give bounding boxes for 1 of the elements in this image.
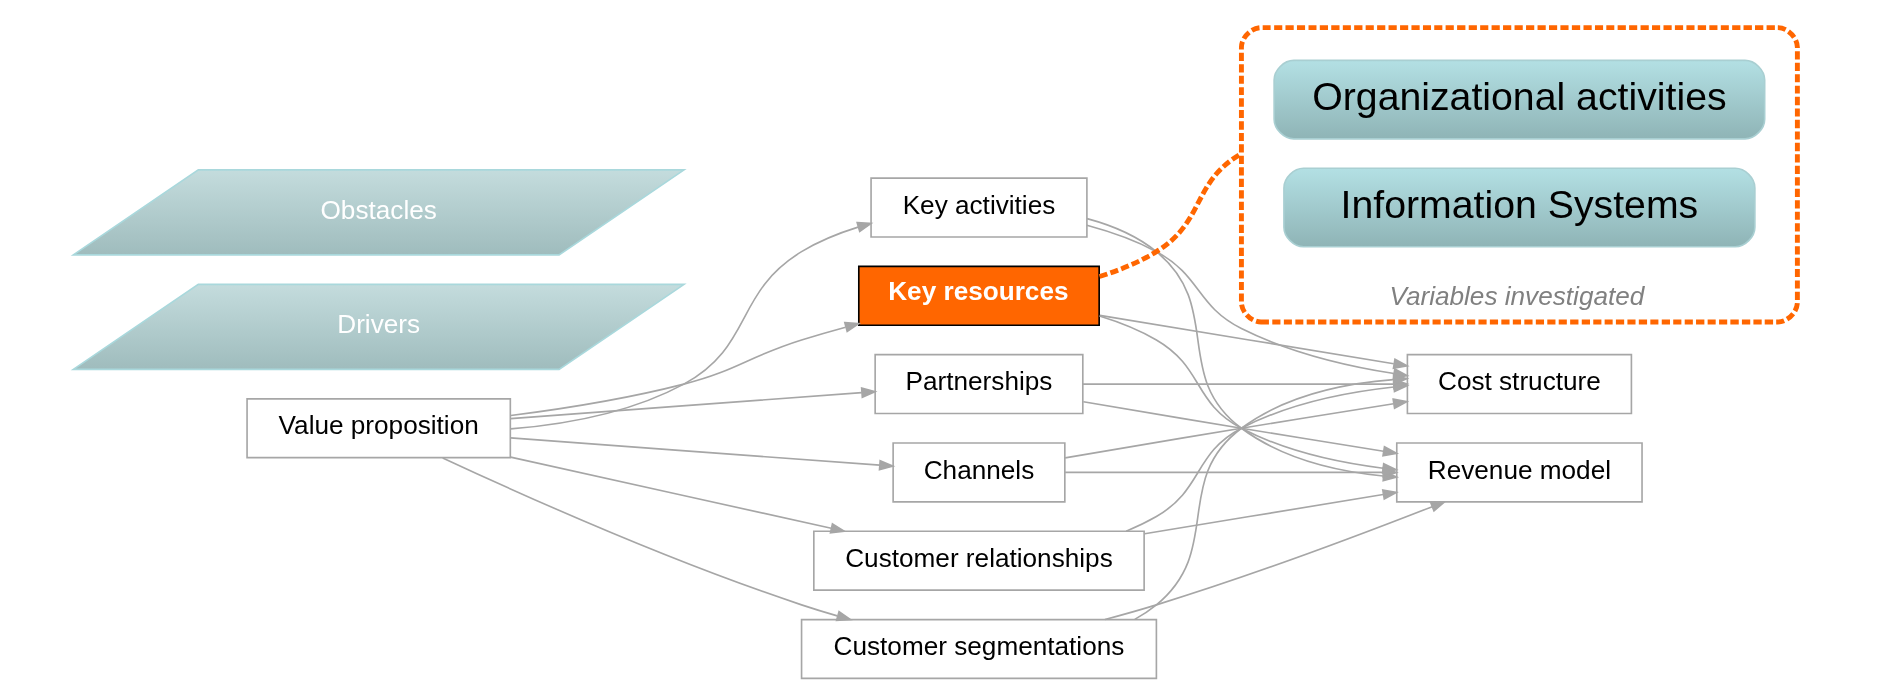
node-label: Variables investigated — [1389, 281, 1645, 312]
